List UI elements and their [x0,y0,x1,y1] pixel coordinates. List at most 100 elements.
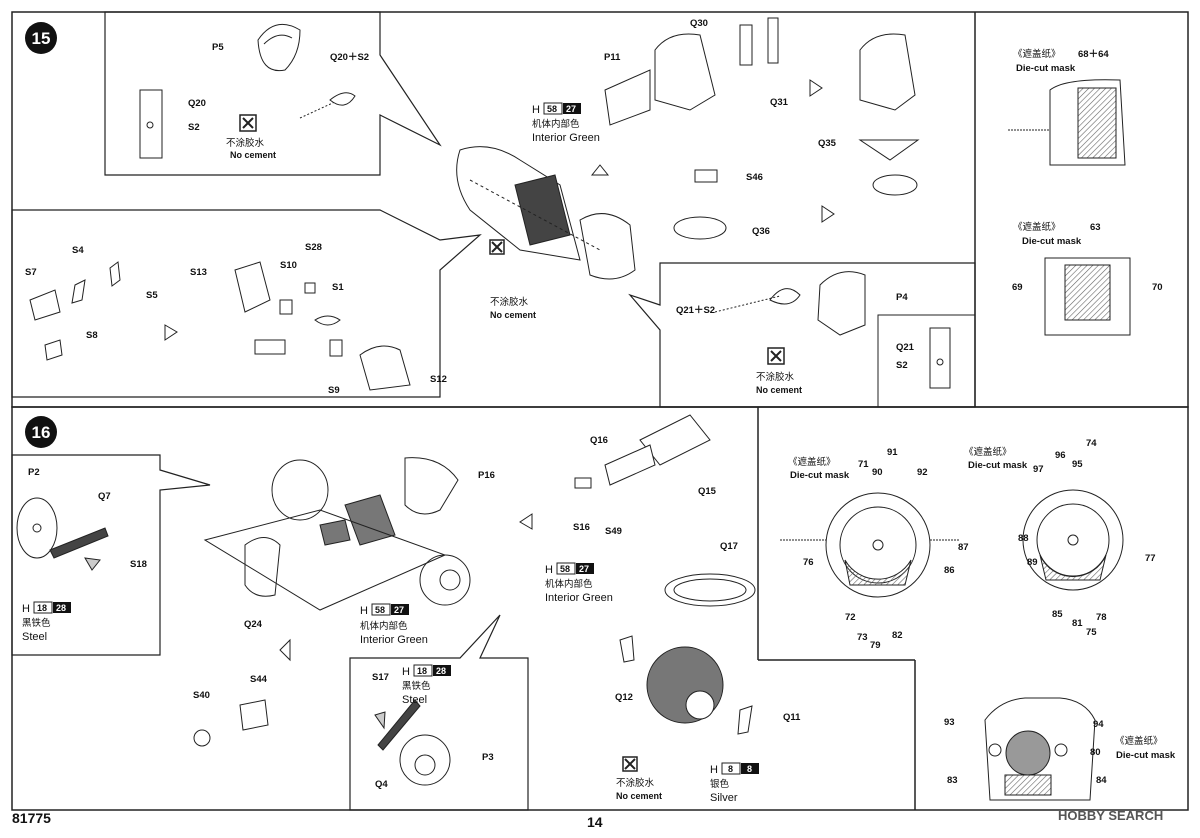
svg-text:H: H [532,104,540,116]
svg-text:S2: S2 [896,360,908,371]
no-cement-cn-2: 不涂胶水 [490,296,529,308]
svg-text:Die-cut mask: Die-cut mask [790,470,850,481]
svg-text:Q24: Q24 [244,619,263,630]
svg-text:87: 87 [958,542,969,553]
svg-text:27: 27 [566,104,576,114]
svg-text:71: 71 [858,459,869,470]
svg-text:黑铁色: 黑铁色 [402,680,431,692]
svg-text:Q12: Q12 [615,692,633,703]
step-15-number: 15 [32,29,51,48]
svg-text:H: H [545,564,553,576]
part-label-q20s2: Q20＋S2 [330,52,369,63]
svg-text:S16: S16 [573,522,590,533]
svg-text:H: H [402,666,410,678]
svg-text:27: 27 [579,564,589,574]
svg-text:机体内部色: 机体内部色 [360,620,408,632]
svg-text:Interior Green: Interior Green [360,634,428,646]
step-16: 16 P2 Q7 S18 H 18 28 黑铁色 Steel [11,406,1189,811]
svg-text:Steel: Steel [22,631,47,643]
part-label-s2: S2 [188,122,200,133]
svg-text:8: 8 [747,764,752,774]
callout-s-parts: S7 S4 S5 S8 S13 S10 S28 S1 S9 S12 [11,209,482,398]
svg-text:S44: S44 [250,674,268,685]
svg-text:76: 76 [803,557,814,568]
svg-text:Die-cut mask: Die-cut mask [968,460,1028,471]
svg-text:58: 58 [375,605,385,615]
svg-text:58: 58 [547,104,557,114]
svg-text:S13: S13 [190,267,207,278]
svg-text:P3: P3 [482,752,494,763]
svg-text:81: 81 [1072,618,1083,629]
no-cement-en-2: No cement [490,310,536,320]
svg-text:S49: S49 [605,526,622,537]
svg-text:86: 86 [944,565,955,576]
svg-text:27: 27 [394,605,404,615]
svg-text:Q16: Q16 [590,435,608,446]
svg-text:S12: S12 [430,374,447,385]
svg-text:不涂胶水: 不涂胶水 [616,777,655,789]
color-interior-green-3: H 58 27 机体内部色 Interior Green [545,562,613,604]
svg-text:91: 91 [887,447,898,458]
svg-text:79: 79 [870,640,881,651]
svg-text:《遮盖纸》: 《遮盖纸》 [1115,735,1163,747]
cockpit-assembly-drawing: 不涂胶水 No cement [456,146,636,320]
svg-text:18: 18 [417,666,427,676]
svg-text:Q30: Q30 [690,18,708,29]
step-16-number: 16 [32,423,51,442]
svg-text:84: 84 [1096,775,1107,786]
svg-text:《遮盖纸》: 《遮盖纸》 [1013,48,1061,60]
mask-panel-2: 《遮盖纸》 Die-cut mask 71 90 91 92 87 86 82 … [780,447,969,651]
svg-text:Q15: Q15 [698,486,717,497]
no-cement-en: No cement [230,150,276,160]
watermark-brand: HOBBY SEARCH [1058,808,1164,823]
svg-text:Steel: Steel [402,694,427,706]
page-number: 14 [587,814,603,830]
svg-text:82: 82 [892,630,903,641]
svg-text:97: 97 [1033,464,1044,475]
step-16-badge [25,416,57,448]
svg-text:74: 74 [1086,438,1097,449]
no-cement-cn: 不涂胶水 [226,137,265,149]
svg-text:83: 83 [947,775,958,786]
svg-text:Q17: Q17 [720,541,738,552]
svg-text:73: 73 [857,632,868,643]
svg-text:H: H [710,764,718,776]
svg-text:93: 93 [944,717,955,728]
svg-text:P11: P11 [604,52,621,63]
callout-s17: S17 Q4 P3 H 18 28 黑铁色 Steel [349,614,529,811]
part-label-q20: Q20 [188,98,206,109]
svg-text:S18: S18 [130,559,147,570]
svg-text:Q7: Q7 [98,491,111,502]
svg-text:77: 77 [1145,553,1156,564]
svg-text:18: 18 [37,603,47,613]
svg-text:85: 85 [1052,609,1063,620]
part-label-p5: P5 [212,42,224,53]
svg-text:28: 28 [436,666,446,676]
svg-text:Die-cut mask: Die-cut mask [1116,750,1176,761]
step-15: 15 P5 Q20＋S2 Q20 S2 不涂胶水 No cement [11,11,1189,408]
svg-text:Q21＋S2: Q21＋S2 [676,305,715,316]
svg-text:Interior Green: Interior Green [532,132,600,144]
svg-text:S9: S9 [328,385,340,396]
svg-text:72: 72 [845,612,856,623]
svg-text:94: 94 [1093,719,1104,730]
svg-text:P2: P2 [28,467,40,478]
svg-text:Silver: Silver [710,792,738,804]
svg-text:Q4: Q4 [375,779,388,790]
step-15-badge [25,22,57,54]
svg-text:89: 89 [1027,557,1038,568]
svg-text:《遮盖纸》: 《遮盖纸》 [1013,221,1061,233]
svg-text:S46: S46 [746,172,763,183]
svg-text:银色: 银色 [710,778,730,790]
svg-text:Die-cut mask: Die-cut mask [1022,236,1082,247]
svg-text:S5: S5 [146,290,158,301]
svg-text:63: 63 [1090,222,1101,233]
svg-text:70: 70 [1152,282,1163,293]
color-interior-green-1: H 58 27 机体内部色 Interior Green [532,102,600,144]
svg-text:S28: S28 [305,242,322,253]
svg-text:S17: S17 [372,672,389,683]
svg-text:S7: S7 [25,267,37,278]
svg-text:S10: S10 [280,260,297,271]
svg-text:S40: S40 [193,690,210,701]
